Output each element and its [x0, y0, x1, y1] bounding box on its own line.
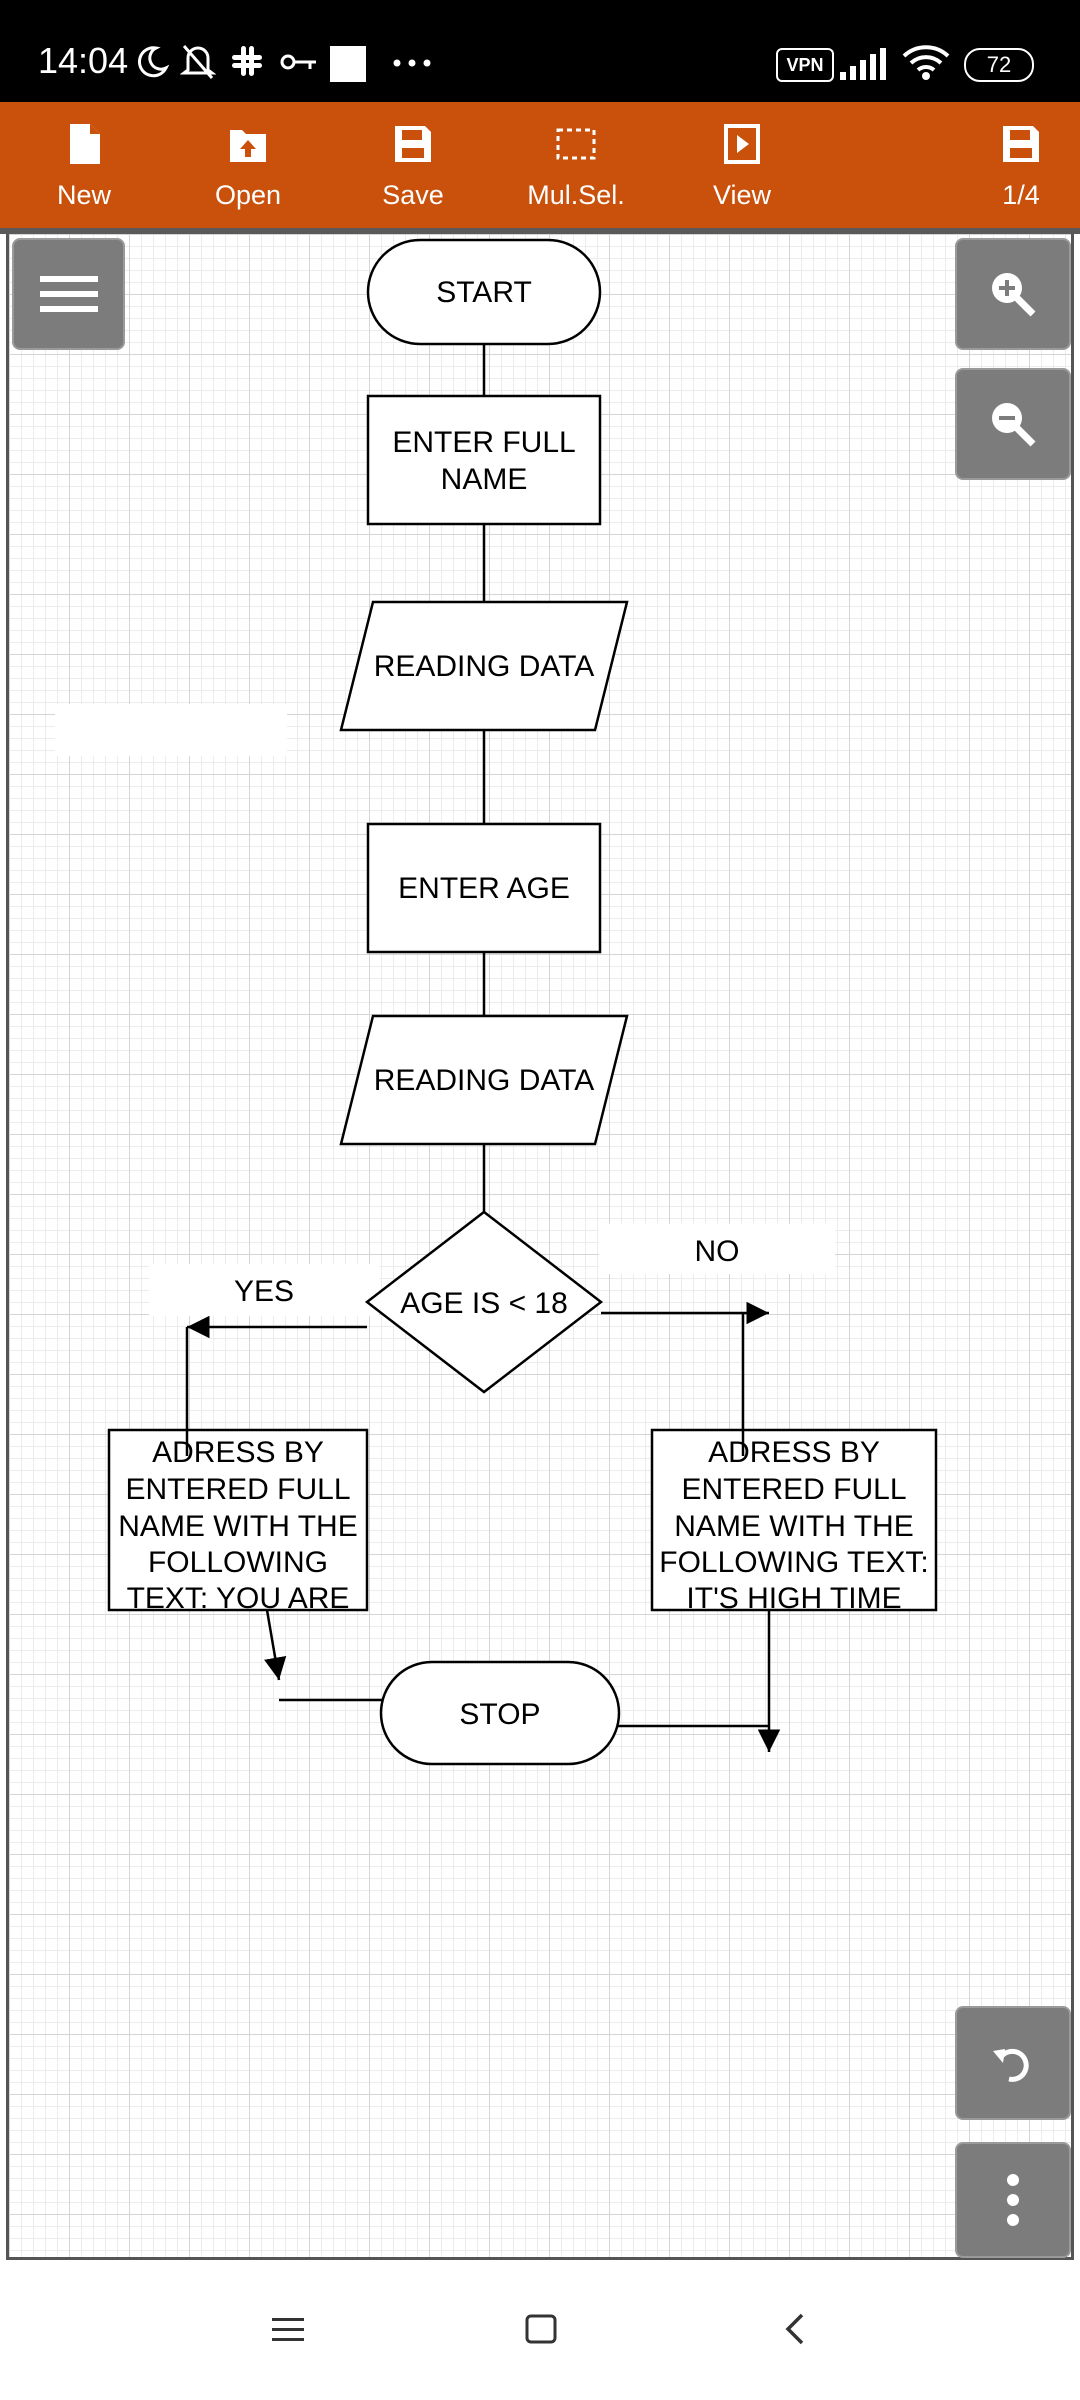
more-vertical-icon: [1007, 2174, 1019, 2226]
battery-indicator: 72: [964, 48, 1034, 82]
reading-data-text-2: READING DATA: [374, 1064, 595, 1097]
save-icon: [1003, 126, 1039, 162]
left-box-line-4: FOLLOWING: [148, 1546, 328, 1579]
multi-select-icon: [556, 128, 596, 160]
stop-terminal[interactable]: STOP: [379, 1660, 621, 1766]
system-nav-bar: [0, 2266, 1080, 2400]
home-icon[interactable]: [525, 2312, 557, 2346]
empty-label-patch: [55, 704, 287, 756]
signal-icon: [840, 48, 886, 80]
no-label-box: [599, 1224, 835, 1274]
page-save-button[interactable]: 1/4: [966, 102, 1076, 228]
new-label: New: [56, 180, 111, 210]
vpn-badge: VPN: [776, 48, 834, 82]
open-label: Open: [214, 180, 282, 210]
no-label: NO: [695, 1235, 740, 1268]
moon-icon: [137, 46, 170, 78]
adult-message-process-left[interactable]: ADRESS BY ENTERED FULL NAME WITH THE FOL…: [107, 1428, 369, 1615]
decision-text: AGE IS < 18: [400, 1287, 568, 1320]
start-text: START: [436, 276, 532, 309]
right-box-line-2: ENTERED FULL: [681, 1473, 906, 1506]
zoom-out-icon: [992, 403, 1036, 447]
menu-button[interactable]: [12, 238, 125, 350]
view-button[interactable]: View: [672, 102, 812, 228]
zoom-in-button[interactable]: [955, 238, 1071, 350]
new-button[interactable]: New: [14, 102, 154, 228]
save-label: Save: [382, 180, 444, 210]
left-box-line-1: ADRESS BY: [152, 1436, 324, 1469]
diagram-canvas[interactable]: START ENTER FULL NAME READING DATA ENTER…: [6, 234, 1074, 2260]
enter-age-text: ENTER AGE: [398, 872, 570, 905]
status-bar: 14:04 VPN 72: [0, 0, 1080, 102]
open-button[interactable]: Open: [178, 102, 318, 228]
flowchart[interactable]: START ENTER FULL NAME READING DATA ENTER…: [9, 234, 1077, 2260]
view-label: View: [712, 180, 772, 210]
toolbar-divider: [0, 228, 1080, 234]
reading-data-text-1: READING DATA: [374, 650, 595, 683]
multi-select-button[interactable]: Mul.Sel.: [506, 102, 646, 228]
undo-icon: [993, 2048, 1029, 2082]
clock: 14:04: [38, 40, 129, 81]
recent-apps-icon[interactable]: [272, 2312, 304, 2346]
undo-button[interactable]: [955, 2006, 1071, 2120]
save-button[interactable]: Save: [343, 102, 483, 228]
mute-bell-icon: [180, 45, 216, 79]
zoom-out-button[interactable]: [955, 368, 1071, 480]
more-options-button[interactable]: [955, 2142, 1071, 2258]
save-icon: [395, 126, 431, 162]
hamburger-icon: [39, 276, 98, 312]
wifi-icon: [902, 45, 950, 80]
reading-data-input-2[interactable]: READING DATA: [339, 1014, 629, 1146]
enter-age-process[interactable]: ENTER AGE: [366, 822, 602, 954]
view-icon: [724, 124, 760, 164]
zoom-in-icon: [992, 273, 1036, 317]
right-box-line-4: FOLLOWING TEXT:: [659, 1546, 929, 1579]
left-box-line-3: NAME WITH THE: [118, 1510, 357, 1543]
key-icon: [280, 54, 316, 70]
yes-label: YES: [234, 1275, 294, 1308]
back-icon[interactable]: [782, 2312, 806, 2346]
square-notification-icon: [330, 46, 366, 82]
stop-text: STOP: [459, 1698, 540, 1731]
enter-name-text-2: NAME: [441, 463, 528, 496]
right-box-line-3: NAME WITH THE: [674, 1510, 913, 1543]
left-box-line-2: ENTERED FULL: [125, 1473, 350, 1506]
yes-label-box: [149, 1264, 379, 1316]
enter-name-text-1: ENTER FULL: [392, 426, 575, 459]
more-notifications-icon: [393, 59, 431, 67]
open-folder-icon: [230, 130, 266, 162]
left-box-line-5: TEXT: YOU ARE: [127, 1582, 350, 1615]
start-terminal[interactable]: START: [366, 238, 602, 346]
new-file-icon: [70, 124, 100, 164]
multi-select-label: Mul.Sel.: [527, 180, 625, 210]
right-box-line-5: IT'S HIGH TIME: [686, 1582, 901, 1615]
age-decision[interactable]: AGE IS < 18: [364, 1210, 604, 1394]
slack-icon: [232, 46, 262, 76]
enter-name-process[interactable]: ENTER FULL NAME: [366, 394, 602, 526]
page-indicator: 1/4: [1002, 180, 1040, 210]
reading-data-input-1[interactable]: READING DATA: [339, 600, 629, 732]
toolbar: New Open Save Mul.Sel. View: [0, 102, 1080, 228]
right-box-line-1: ADRESS BY: [708, 1436, 880, 1469]
adult-message-process-right[interactable]: ADRESS BY ENTERED FULL NAME WITH THE FOL…: [650, 1428, 938, 1615]
